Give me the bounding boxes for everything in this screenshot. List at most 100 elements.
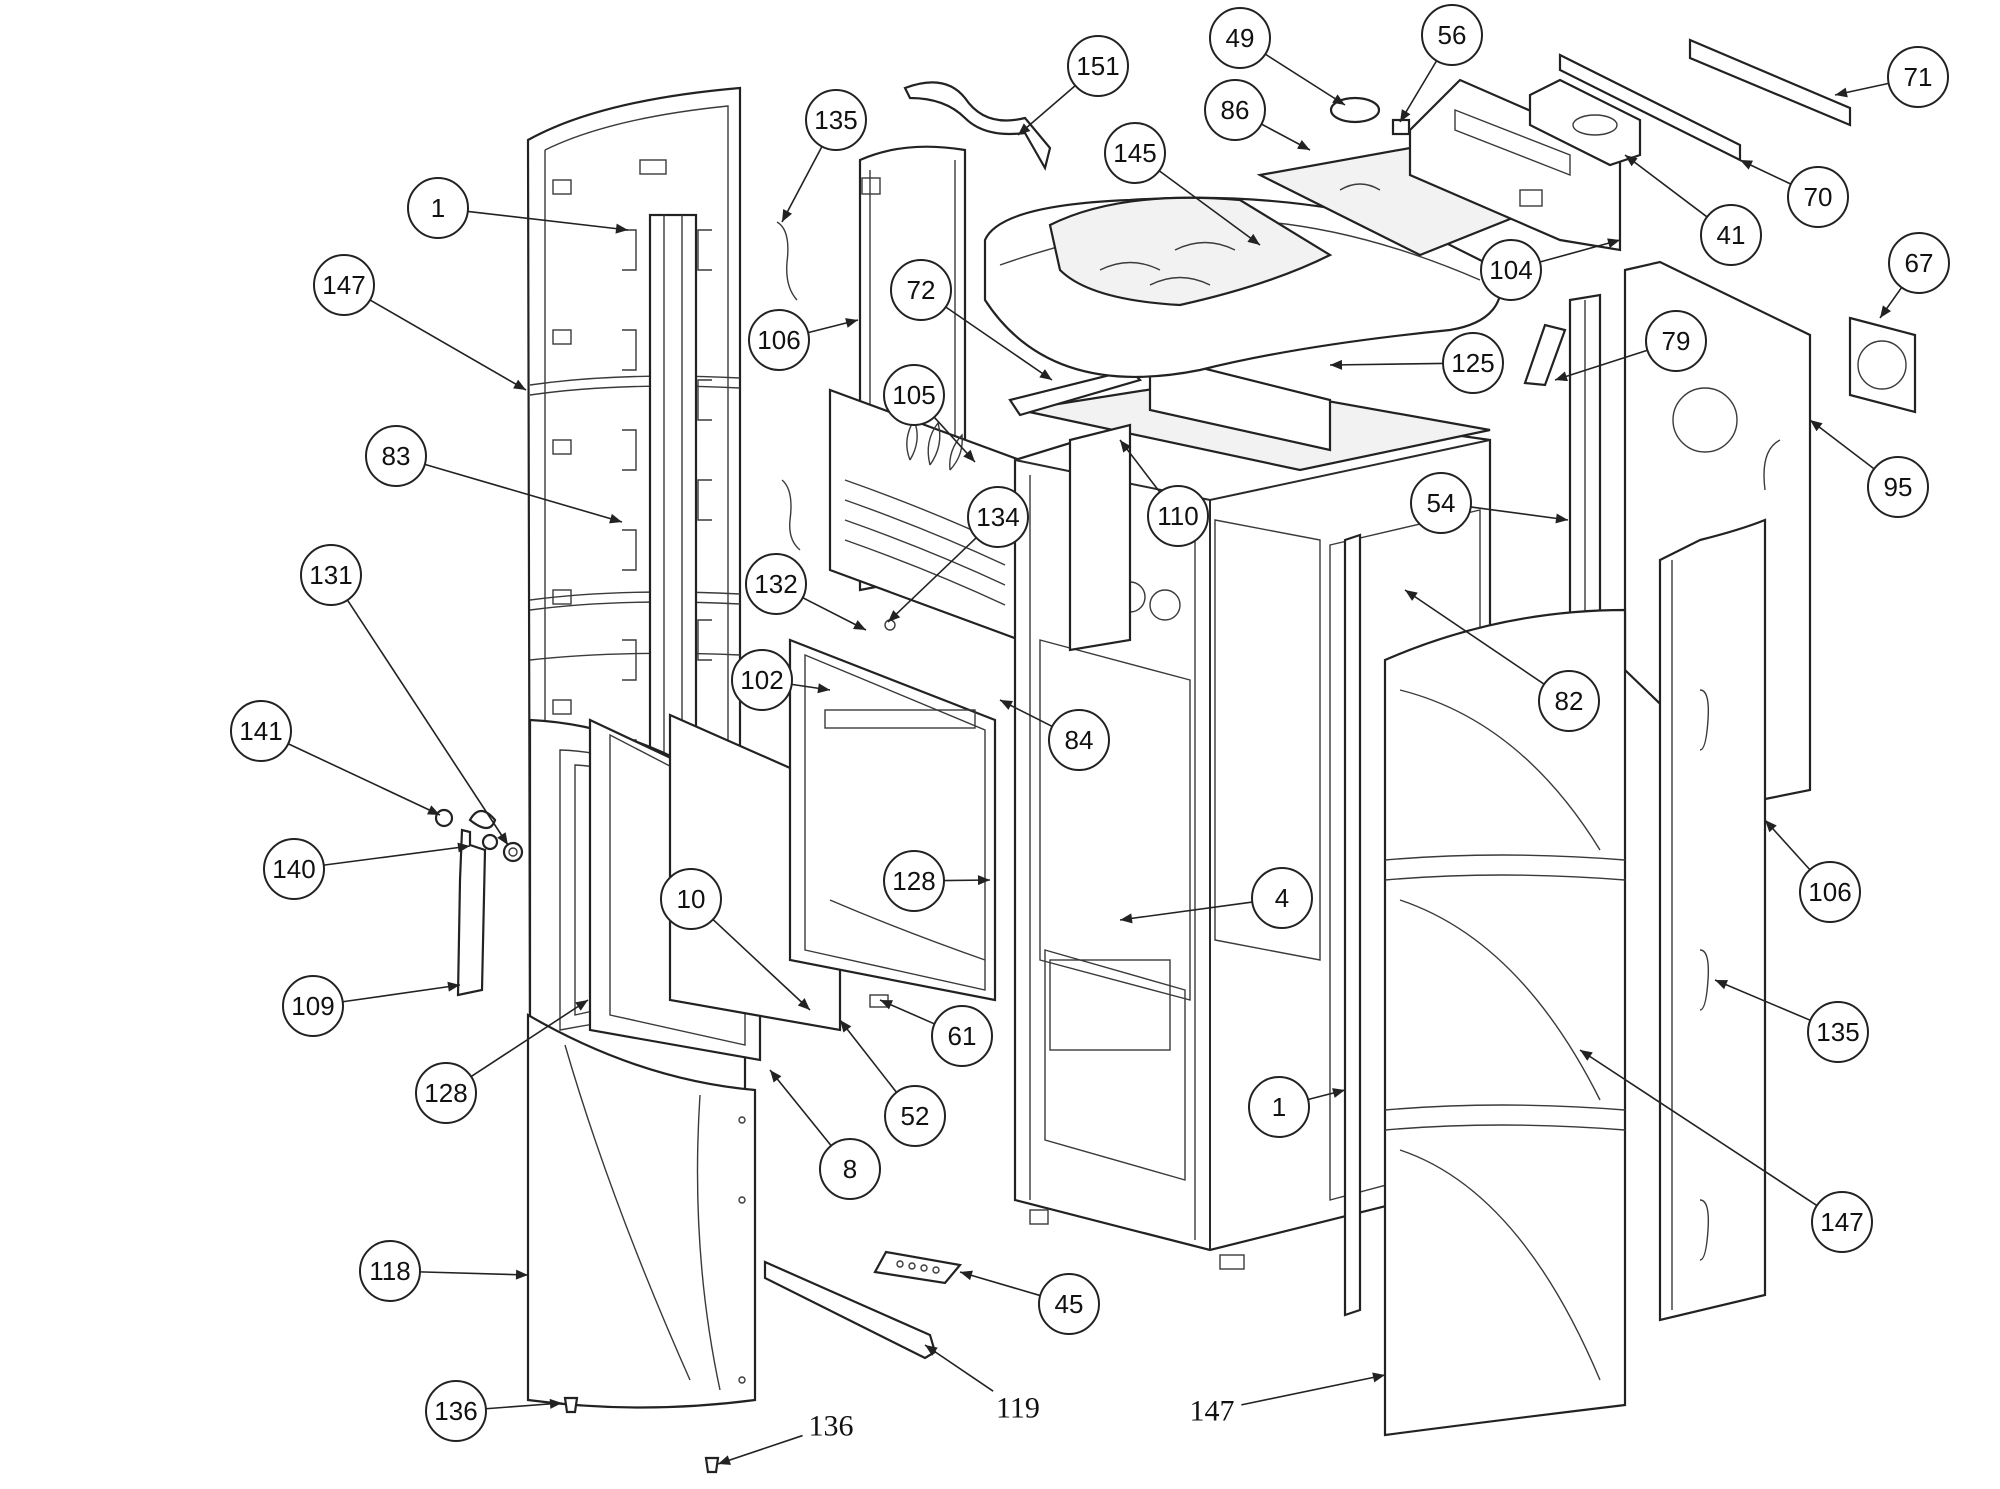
- callout-bubble-c102: 102: [731, 649, 793, 711]
- callout-label-c104: 104: [1489, 255, 1532, 285]
- leader-c45: [959, 1271, 1041, 1297]
- leader-arrow-c54: [1555, 513, 1568, 524]
- callout-bubble-c82: 82: [1538, 670, 1600, 732]
- handle-151: [903, 81, 1052, 171]
- callout-circle: [883, 364, 945, 426]
- leader-c83: [424, 463, 623, 523]
- flue-plate: [1848, 316, 1917, 414]
- callout-label-c128a: 128: [424, 1078, 467, 1108]
- callout-circle: [365, 425, 427, 487]
- callout-label-c1b: 1: [1272, 1092, 1286, 1122]
- leader-c54: [1470, 506, 1569, 521]
- callout-circle: [1204, 79, 1266, 141]
- callout-bubble-c145: 145: [1104, 122, 1166, 184]
- leader-arrow-c67: [1880, 305, 1892, 318]
- callout-circle: [748, 309, 810, 371]
- leader-c49: [1264, 53, 1346, 106]
- callout-label-c106a: 106: [757, 325, 800, 355]
- leader-arrow-c136b: [718, 1455, 731, 1465]
- clip-56: [1391, 118, 1411, 136]
- callout-label-c72: 72: [907, 275, 936, 305]
- leader-c118: [419, 1271, 529, 1276]
- callout-label-c109: 109: [291, 991, 334, 1021]
- leader-arrow-c61: [880, 1000, 893, 1010]
- leader-arrow-c140: [457, 842, 470, 853]
- callout-circle: [1251, 867, 1313, 929]
- leader-c79: [1554, 349, 1648, 381]
- clip-135c: [781, 479, 801, 551]
- leader-c135a: [781, 146, 823, 223]
- callout-label-c151: 151: [1076, 51, 1119, 81]
- leader-arrow-c84: [1000, 700, 1013, 710]
- door-inner: [788, 638, 997, 1008]
- callout-label-c140: 140: [272, 854, 315, 884]
- leader-arrow-c128a: [575, 1000, 588, 1011]
- leader-c109: [342, 984, 461, 1003]
- leader-arrow-c79: [1555, 371, 1568, 382]
- callout-bubble-c45: 45: [1038, 1273, 1100, 1335]
- leader-arrow-c10: [797, 998, 810, 1010]
- callout-bubble-c104: 104: [1480, 239, 1542, 301]
- callout-bubble-c67: 67: [1888, 232, 1950, 294]
- leader-c136b: [717, 1434, 803, 1465]
- leader-c8: [769, 1069, 832, 1147]
- callout-circle: [1442, 332, 1504, 394]
- right-front-cover: [1383, 608, 1627, 1437]
- callout-label-c95: 95: [1884, 472, 1913, 502]
- leader-arrow-c151: [1018, 123, 1031, 135]
- leader-arrow-c147a: [513, 379, 526, 390]
- callout-bubble-c54: 54: [1410, 472, 1472, 534]
- leader-arrow-c45: [960, 1270, 973, 1281]
- leader-arrow-c147c: [1372, 1372, 1385, 1383]
- leader-arrow-c147b: [1580, 1050, 1593, 1061]
- callout-circle: [890, 259, 952, 321]
- callout-circle: [731, 649, 793, 711]
- callout-bubble-c8: 8: [819, 1138, 881, 1200]
- callout-label-c147b: 147: [1820, 1207, 1863, 1237]
- leader-c141: [287, 743, 441, 816]
- callout-bubble-c61: 61: [931, 1005, 993, 1067]
- leader-arrow-c95: [1810, 420, 1823, 432]
- small-deflector: [1523, 323, 1567, 387]
- callout-circle: [407, 177, 469, 239]
- screw-136a: [563, 1396, 579, 1414]
- callout-circle: [1888, 232, 1950, 294]
- leader-arrow-c109: [447, 981, 460, 992]
- leader-arrow-c1b: [1332, 1088, 1345, 1098]
- leader-arrow-c72: [1039, 369, 1052, 380]
- leader-arrow-c132: [853, 620, 866, 630]
- leader-c82: [1404, 589, 1545, 685]
- callout-circle: [1807, 1001, 1869, 1063]
- upper-bracket: [1008, 353, 1332, 652]
- callout-bubble-c79: 79: [1645, 310, 1707, 372]
- leader-arrow-c83: [609, 513, 622, 524]
- leader-c147c: [1241, 1374, 1386, 1406]
- callout-label-c84: 84: [1065, 725, 1094, 755]
- leader-c125: [1329, 362, 1444, 366]
- callout-label-c147c: 147: [1190, 1395, 1235, 1428]
- callout-bubble-c140: 140: [263, 838, 325, 900]
- callout-label-c82: 82: [1555, 686, 1584, 716]
- inner-rail-82: [1343, 533, 1362, 1317]
- callout-bubble-c52: 52: [884, 1085, 946, 1147]
- leader-arrow-c82: [1405, 590, 1418, 601]
- leader-arrow-c106b: [1765, 820, 1777, 833]
- callout-circle: [745, 553, 807, 615]
- clip-135a: [776, 221, 798, 301]
- callout-label-c83: 83: [382, 441, 411, 471]
- callout-label-c119: 119: [996, 1392, 1040, 1425]
- callout-label-c136a: 136: [434, 1396, 477, 1426]
- callout-label-c41: 41: [1717, 220, 1746, 250]
- display-bracket: [1528, 78, 1642, 167]
- callout-circle: [819, 1138, 881, 1200]
- callout-circle: [282, 975, 344, 1037]
- callout-bubble-c83: 83: [365, 425, 427, 487]
- callout-label-c145: 145: [1113, 138, 1156, 168]
- leader-arrow-c105: [963, 449, 975, 462]
- leader-c147b: [1579, 1049, 1818, 1207]
- leader-arrow-c106a: [845, 318, 858, 328]
- callout-label-c1a: 1: [431, 193, 445, 223]
- callout-label-c132: 132: [754, 569, 797, 599]
- callout-circle: [1248, 1076, 1310, 1138]
